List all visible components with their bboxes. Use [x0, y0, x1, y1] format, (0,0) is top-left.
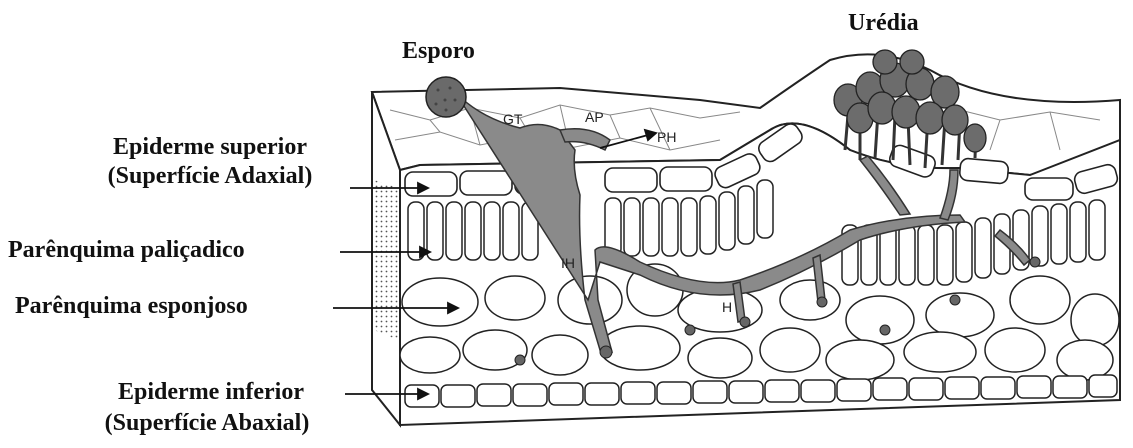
spongy-parenchyma-label: Parênquima esponjoso [15, 293, 248, 320]
label-h: H [722, 299, 732, 315]
lower-epidermis-label-line1: Epiderme inferior [80, 379, 342, 406]
spore-label: Esporo [402, 38, 475, 65]
label-gt: GT [503, 111, 523, 127]
upper-epidermis-label-line1: Epiderme superior [70, 134, 350, 161]
label-ap: AP [585, 109, 604, 125]
lower-epidermis-label-line2: (Superfície Abaxial) [62, 410, 352, 437]
palisade-parenchyma-label: Parênquima paliçadico [8, 237, 245, 264]
upper-epidermis-label-line2: (Superfície Adaxial) [70, 163, 350, 190]
spore-drawing [426, 77, 466, 117]
cut-surface-texture [374, 180, 398, 340]
uredia-label: Urédia [848, 10, 919, 37]
label-ph: PH [657, 129, 676, 145]
label-ih: IH [561, 255, 575, 271]
